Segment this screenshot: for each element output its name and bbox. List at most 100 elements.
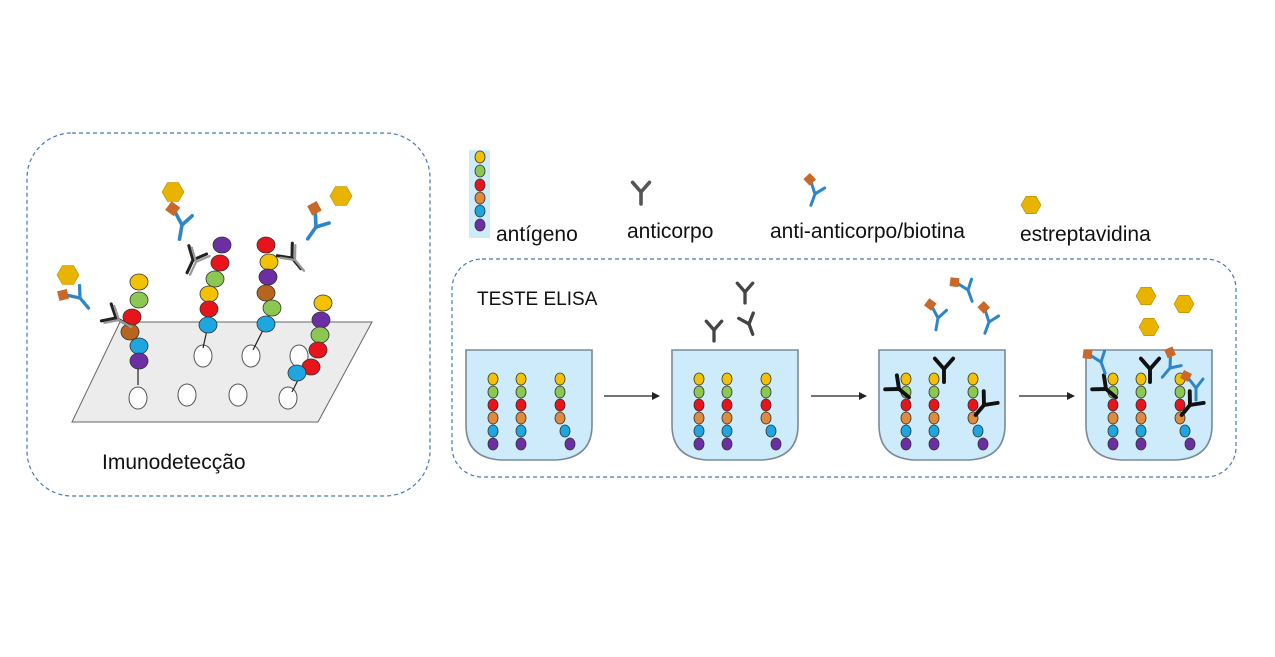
elisa-well-2 bbox=[671, 349, 799, 461]
antigen-bead bbox=[259, 253, 279, 271]
antigen-bead bbox=[474, 218, 486, 232]
antigen-bead bbox=[474, 204, 486, 218]
antigen-bead bbox=[487, 385, 499, 399]
antigen-bead bbox=[1184, 437, 1196, 451]
antigen-bead bbox=[287, 364, 307, 382]
legend-antigen-icon bbox=[474, 150, 486, 232]
antigen-bead bbox=[721, 372, 733, 386]
secondary-antibody-icon bbox=[305, 201, 331, 241]
antigen-bead bbox=[721, 411, 733, 425]
biotin-icon bbox=[949, 277, 960, 288]
antigen-bead bbox=[928, 398, 940, 412]
antigen-bead bbox=[262, 299, 282, 317]
antigen-bead bbox=[760, 411, 772, 425]
antigen-bead bbox=[760, 372, 772, 386]
streptavidin-icon bbox=[1138, 317, 1160, 337]
antigen-bead bbox=[1107, 437, 1119, 451]
antigen-bead bbox=[515, 424, 527, 438]
arrow-head bbox=[859, 392, 867, 400]
antigen-bead bbox=[928, 424, 940, 438]
antigen-bead bbox=[210, 254, 230, 272]
antigen-bead bbox=[554, 411, 566, 425]
legend-secondary-icon bbox=[803, 172, 827, 207]
elisa-panel bbox=[451, 258, 1237, 478]
biotin-icon bbox=[307, 201, 322, 216]
secondary-antibody-icon bbox=[949, 277, 974, 303]
antigen-bead bbox=[554, 372, 566, 386]
antigen-bead bbox=[487, 437, 499, 451]
antigen-bead bbox=[760, 398, 772, 412]
antibody-icon bbox=[883, 373, 911, 400]
antigen-bead bbox=[1135, 424, 1147, 438]
antigen-bead bbox=[693, 385, 705, 399]
secondary-antibody-icon bbox=[1082, 349, 1107, 375]
antigen-bead bbox=[564, 437, 576, 451]
arrow-head bbox=[652, 392, 660, 400]
antibody-icon bbox=[279, 244, 306, 272]
legend-streptavidin-icon bbox=[1020, 196, 1042, 214]
antigen-bead bbox=[693, 411, 705, 425]
membrane-antibodies bbox=[56, 182, 353, 329]
immunodetection-panel bbox=[26, 132, 431, 497]
membrane-antigens bbox=[120, 236, 333, 393]
antigen-bead bbox=[1107, 424, 1119, 438]
legend-streptavidin-label: estreptavidina bbox=[1020, 223, 1151, 246]
legend-antigen-label: antígeno bbox=[496, 223, 578, 246]
secondary-antibody-icon bbox=[1160, 346, 1183, 379]
antigen-bead bbox=[474, 164, 486, 178]
antigen-bead bbox=[770, 437, 782, 451]
legend-secondary-label: anti-anticorpo/biotina bbox=[770, 220, 965, 243]
antigen-bead bbox=[693, 398, 705, 412]
elisa-well-1 bbox=[465, 349, 593, 461]
membrane-wells bbox=[128, 344, 309, 410]
elisa-wells bbox=[465, 349, 1213, 461]
antigen-bead bbox=[198, 316, 218, 334]
biotin-icon bbox=[57, 289, 70, 301]
secondary-antibody-icon bbox=[57, 283, 91, 310]
secondary-antibody-icon bbox=[165, 201, 194, 241]
antibody-icon bbox=[630, 180, 652, 206]
antigen-bead bbox=[1107, 372, 1119, 386]
antigen-bead bbox=[928, 437, 940, 451]
antigen-bead bbox=[559, 424, 571, 438]
antibody-icon bbox=[188, 246, 211, 276]
antigen-bead bbox=[487, 411, 499, 425]
antibody-icon bbox=[1179, 389, 1206, 417]
antigen-bead bbox=[1135, 398, 1147, 412]
antigen-bead bbox=[1107, 411, 1119, 425]
antigen-bead bbox=[199, 285, 219, 303]
antigen-bead bbox=[1174, 385, 1186, 399]
antigen-bead bbox=[967, 372, 979, 386]
antigen-bead bbox=[554, 385, 566, 399]
antigen-bead bbox=[1135, 411, 1147, 425]
antibody-icon bbox=[932, 356, 956, 384]
streptavidin-icon bbox=[1135, 286, 1157, 306]
antigen-bead bbox=[129, 352, 149, 370]
streptavidin-icon bbox=[1020, 196, 1042, 214]
antigen-bead bbox=[900, 437, 912, 451]
antigen-bead bbox=[1107, 398, 1119, 412]
legend-antibody-icon bbox=[630, 180, 652, 206]
antibody-icon bbox=[704, 319, 724, 343]
secondary-antibody-icon bbox=[977, 300, 1001, 335]
elisa-floating-reagents bbox=[704, 277, 1206, 417]
antigen-bead bbox=[199, 300, 219, 318]
antigen-bead bbox=[256, 315, 276, 333]
antigen-bead bbox=[487, 372, 499, 386]
antigen-bead bbox=[515, 398, 527, 412]
connector-line bbox=[252, 329, 264, 351]
antibody-icon bbox=[1138, 356, 1162, 384]
antigen-bead bbox=[900, 424, 912, 438]
antigen-bead bbox=[693, 372, 705, 386]
secondary-antibody-icon bbox=[803, 172, 827, 207]
antigen-bead bbox=[972, 424, 984, 438]
antibody-icon bbox=[735, 281, 755, 305]
antigen-bead bbox=[212, 236, 232, 254]
antigen-bead bbox=[474, 178, 486, 192]
antigen-bead bbox=[967, 398, 979, 412]
biotin-icon bbox=[1164, 346, 1176, 359]
antigen-bead bbox=[256, 236, 276, 254]
biotin-icon bbox=[165, 201, 181, 217]
antigen-bead bbox=[693, 437, 705, 451]
